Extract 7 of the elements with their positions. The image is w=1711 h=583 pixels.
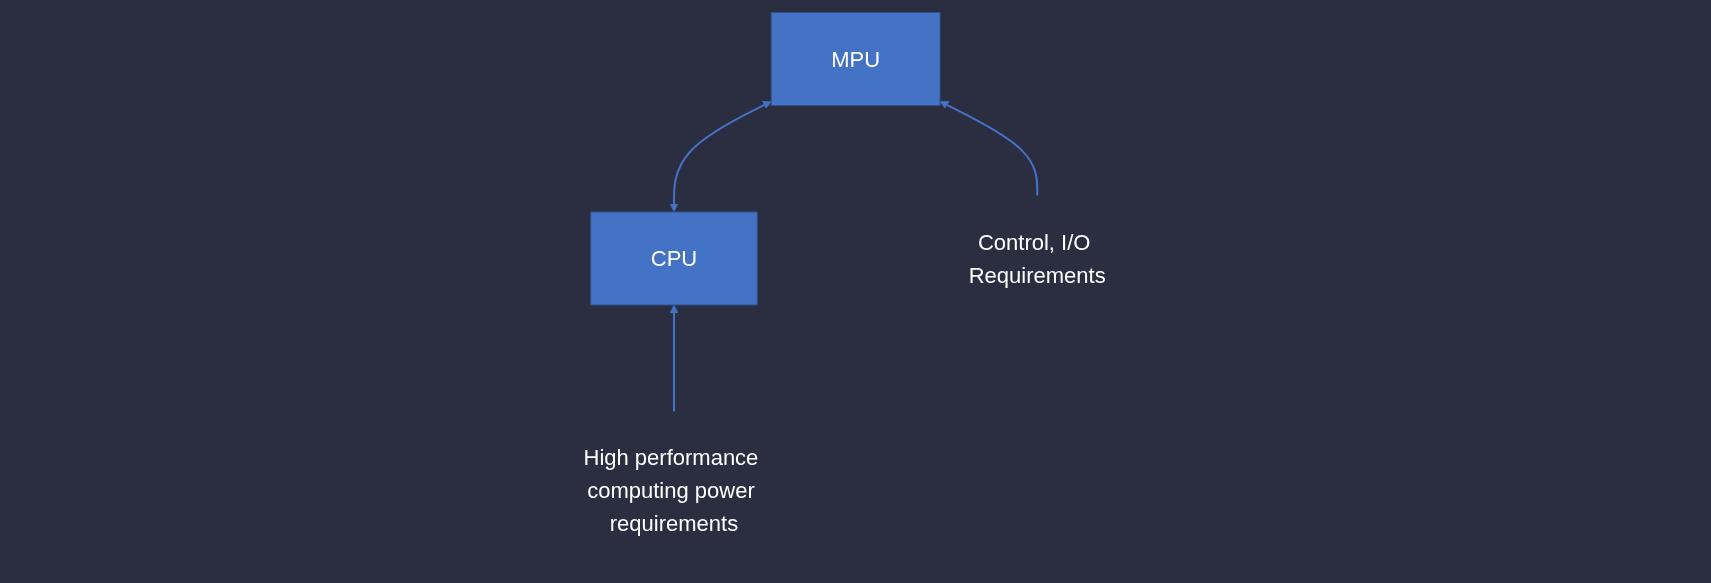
node-text: High performance computing power requirements xyxy=(583,445,759,537)
node-box: MPU xyxy=(770,12,941,106)
node-box: CPU xyxy=(590,211,758,306)
arrow xyxy=(939,101,1039,197)
arrow xyxy=(669,304,679,413)
arrow xyxy=(669,101,772,212)
node-text: Control, I/O Requirements xyxy=(968,229,1106,288)
